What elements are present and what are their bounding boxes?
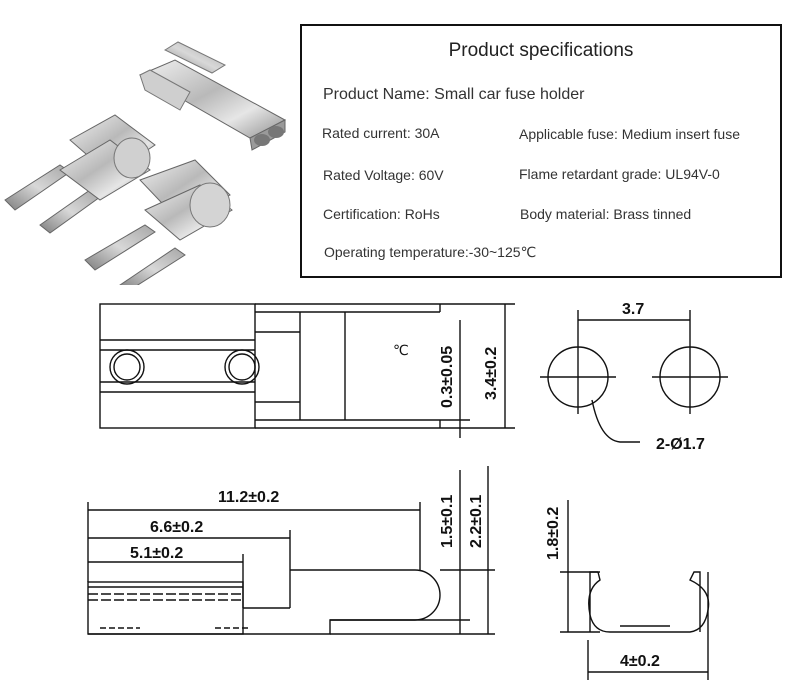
dim-tab-total-label: 2.2±0.1	[468, 495, 485, 548]
spec-rated-voltage: Rated Voltage: 60V	[323, 167, 444, 183]
spec-body-material: Body material: Brass tinned	[520, 206, 692, 222]
dim-clip-height-label: 1.8±0.2	[545, 507, 562, 560]
clip-end-view	[560, 500, 710, 680]
top-view	[99, 303, 515, 438]
dim-length-short-label: 5.1±0.2	[130, 545, 183, 562]
spec-rated-current: Rated current: 30A	[322, 125, 440, 141]
dim-pitch-label: 3.7	[622, 301, 644, 318]
hole-pattern-view	[540, 310, 728, 443]
terminal-top	[138, 41, 287, 151]
spec-operating-temp: Operating temperature:-30~125℃	[324, 244, 537, 260]
dim-length-total-label: 11.2±0.2	[218, 489, 279, 506]
terminal-left	[4, 114, 156, 234]
specs-title: Product specifications	[448, 40, 634, 61]
dim-length-mid-label: 6.6±0.2	[150, 519, 203, 536]
dim-thickness-label: 0.3±0.05	[439, 346, 456, 408]
dim-holes-label: 2-Ø1.7	[656, 436, 705, 453]
spec-certification: Certification: RoHs	[323, 206, 440, 222]
side-view	[87, 466, 495, 635]
specifications-box: Product specifications Product Name: Sma…	[300, 24, 782, 278]
technical-drawing: 0.3±0.05 3.4±0.2 ℃ 3.7 2-Ø1.7 11.2±0.2 6…	[87, 301, 728, 680]
spec-product-name: Product Name: Small car fuse holder	[323, 86, 585, 103]
product-photo	[4, 41, 287, 285]
dim-clip-width-label: 4±0.2	[620, 653, 660, 670]
dim-tab-upper-label: 1.5±0.1	[439, 495, 456, 548]
terminal-bottom	[84, 159, 233, 285]
stray-unit-label: ℃	[393, 342, 409, 358]
spec-flame-grade: Flame retardant grade: UL94V-0	[519, 166, 720, 182]
spec-applicable-fuse: Applicable fuse: Medium insert fuse	[519, 126, 740, 142]
dim-height-label: 3.4±0.2	[483, 347, 500, 400]
